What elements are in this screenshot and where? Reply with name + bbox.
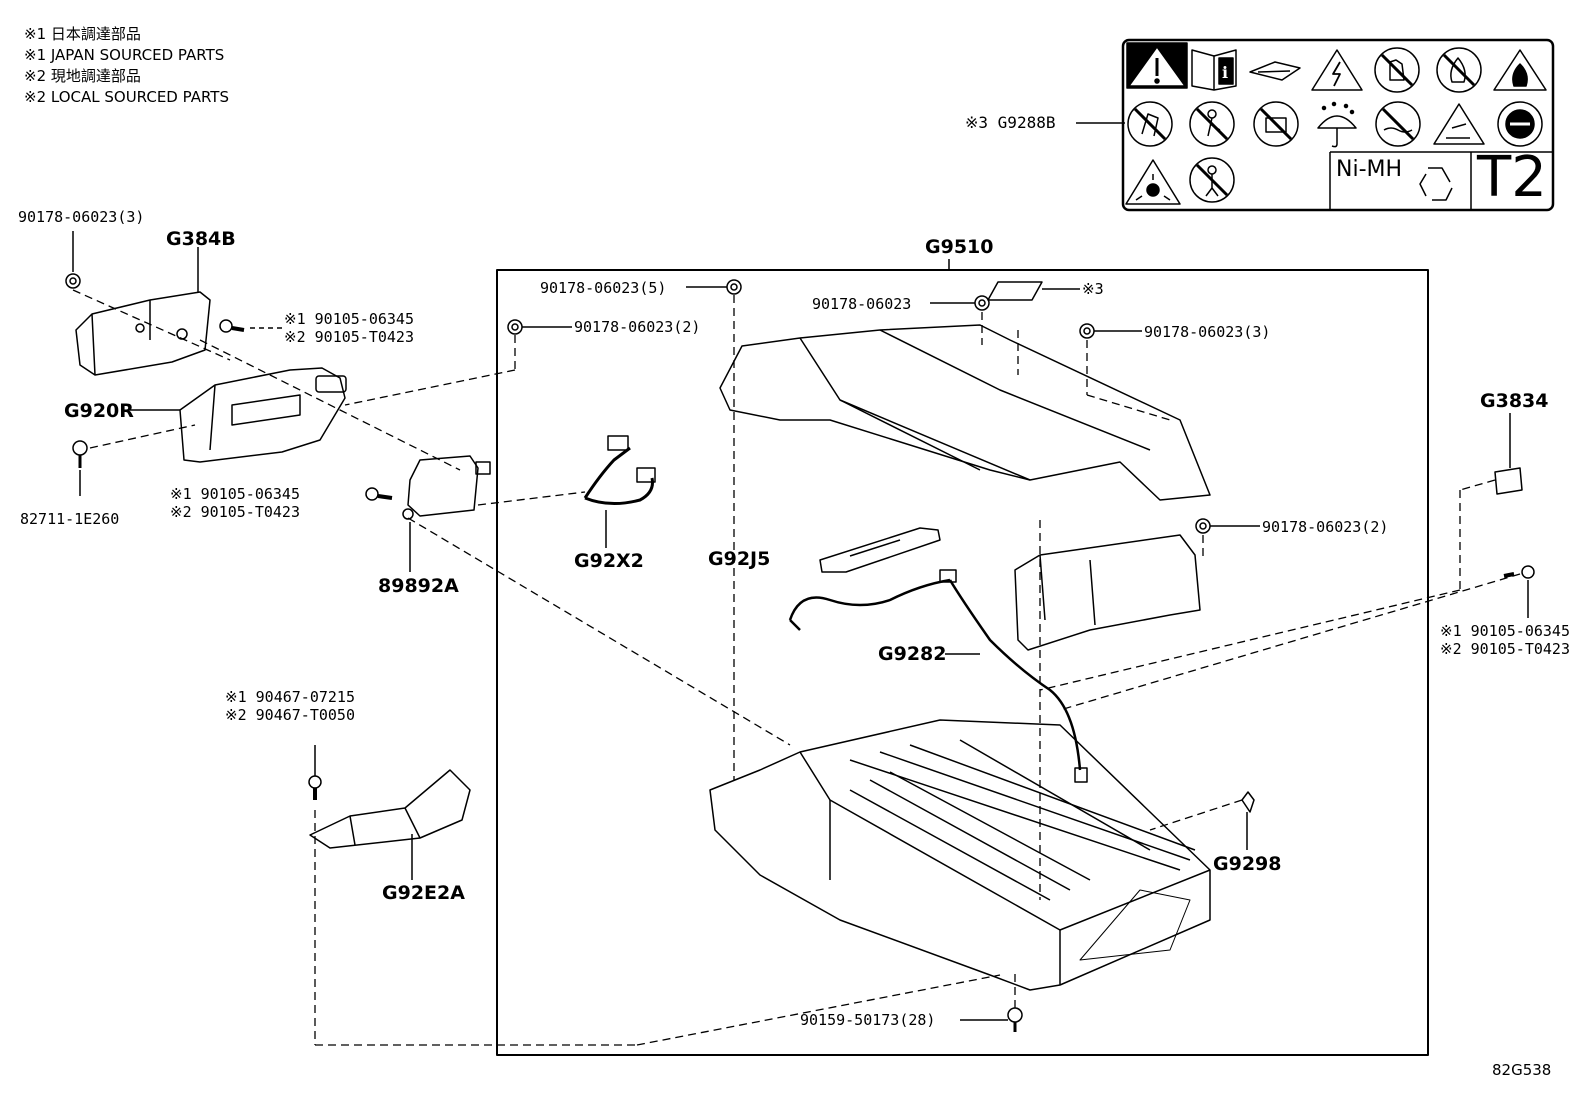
- read-manual-icon: [1249, 61, 1301, 81]
- callout-bolt-d: ※1 90467-07215 ※2 90467-T0050: [225, 688, 355, 724]
- callout-line: ※1 90105-06345: [1440, 622, 1570, 640]
- no-puncture-icon: [1253, 101, 1299, 147]
- callout-plug: G9298: [1213, 853, 1282, 875]
- callout-harness-small: G92X2: [574, 550, 644, 572]
- legend-line: ※2 現地調達部品: [24, 67, 141, 85]
- callout-line: ※2 90105-T0423: [1440, 640, 1570, 658]
- legend-line: ※1 日本調達部品: [24, 25, 141, 43]
- callout-bolt-bottom: 90159-50173(28): [800, 1011, 936, 1029]
- callout-nut-inner-left: 90178-06023(2): [574, 318, 701, 336]
- callout-sensor: 89892A: [378, 575, 459, 597]
- corrosive-icon: [1433, 103, 1485, 145]
- callout-bolt-b: ※1 90105-06345 ※2 90105-T0423: [170, 485, 300, 521]
- callout-line: ※2 90105-T0423: [170, 503, 300, 521]
- bracket-right-part: [1494, 413, 1523, 495]
- bolt-b-part: [365, 487, 393, 501]
- explosive-icon: [1125, 159, 1181, 205]
- callout-label-ref: ※3: [1082, 280, 1104, 298]
- battery-stack-part: [709, 719, 1211, 991]
- chemistry-label: Ni-MH: [1336, 157, 1403, 182]
- bolt-a-part: [219, 319, 245, 333]
- keep-dry-icon: [1317, 101, 1357, 148]
- assembly-frame: [496, 269, 1429, 1056]
- callout-line: ※2 90105-T0423: [284, 328, 414, 346]
- callout-bracket-right: G3834: [1480, 390, 1549, 412]
- callout-bolt-c: ※1 90105-06345 ※2 90105-T0423: [1440, 622, 1570, 658]
- callout-nut-top: 90178-06023: [812, 295, 912, 313]
- legend-line: ※1 JAPAN SOURCED PARTS: [24, 46, 225, 64]
- callout-wire-harness: G9282: [878, 643, 947, 665]
- electric-shock-icon: [1311, 49, 1363, 91]
- bolt-c-part: [1503, 565, 1535, 579]
- no-touch-icon: [1374, 47, 1420, 93]
- callout-nut-top-5: 90178-06023(5): [540, 279, 667, 297]
- label-panel-callout: ※3 G9288B: [965, 113, 1056, 132]
- drawing-code: 82G538: [1492, 1061, 1552, 1079]
- nut-top-part: [974, 295, 990, 311]
- sourcing-legend: ※1 日本調達部品 ※1 JAPAN SOURCED PARTS ※2 現地調達…: [24, 24, 229, 108]
- clip-left-part: [72, 440, 88, 468]
- no-fire-icon: [1436, 47, 1482, 93]
- manual-icon: i: [1191, 49, 1237, 91]
- callout-cover-left: G384B: [166, 228, 236, 250]
- bolt-bottom-part: [1007, 1007, 1023, 1032]
- no-children-icon: [1189, 157, 1235, 203]
- harness-small-part: [583, 435, 656, 505]
- cover-lower-part: [309, 769, 471, 849]
- no-short-circuit-icon: [1189, 101, 1235, 147]
- recycle-mark-icon: [1497, 101, 1543, 147]
- nut-mid-right-part: [1195, 518, 1211, 534]
- nut-upper-left-part: [65, 273, 81, 289]
- svg-text:i: i: [1222, 63, 1228, 82]
- no-disassemble-icon: [1127, 101, 1173, 147]
- callout-nut-mid-right: 90178-06023(2): [1262, 518, 1389, 536]
- warning-exclamation-icon: [1126, 42, 1188, 89]
- plug-part: [1241, 791, 1255, 813]
- upper-case-part: [719, 324, 1211, 501]
- callout-line: ※1 90105-06345: [170, 485, 300, 503]
- callout-main-assembly: G9510: [925, 236, 994, 258]
- nut-inner-left-part: [507, 319, 523, 335]
- callout-bolt-a: ※1 90105-06345 ※2 90105-T0423: [284, 310, 414, 346]
- callout-nut-upper-left: 90178-06023(3): [18, 208, 145, 226]
- callout-line: ※1 90105-06345: [284, 310, 414, 328]
- callout-bracket-left: G920R: [64, 400, 134, 422]
- label-sheet-part: [987, 281, 1043, 301]
- callout-nut-top-right: 90178-06023(3): [1144, 323, 1271, 341]
- callout-line: ※1 90467-07215: [225, 688, 355, 706]
- recycle-icon: [1419, 167, 1453, 201]
- duct-part: [819, 527, 941, 573]
- callout-duct: G92J5: [708, 548, 771, 570]
- type-code-label: T2: [1477, 145, 1547, 210]
- callout-cover-lower: G92E2A: [382, 882, 465, 904]
- no-immerse-icon: [1375, 101, 1421, 147]
- nut-top-right-part: [1079, 323, 1095, 339]
- cover-left-part: [75, 291, 211, 376]
- legend-line: ※2 LOCAL SOURCED PARTS: [24, 88, 229, 106]
- bolt-d-part: [308, 775, 322, 800]
- sensor-part: [402, 455, 491, 520]
- callout-line: ※2 90467-T0050: [225, 706, 355, 724]
- label-panel-frame: [1121, 38, 1555, 212]
- callout-clip-left: 82711-1E260: [20, 510, 120, 528]
- nut-top-5-part: [726, 279, 742, 295]
- wire-harness-part: [788, 569, 1088, 783]
- flammable-icon: [1493, 49, 1547, 91]
- bracket-left-part: [179, 367, 347, 463]
- lower-bracket-part: [1014, 534, 1201, 651]
